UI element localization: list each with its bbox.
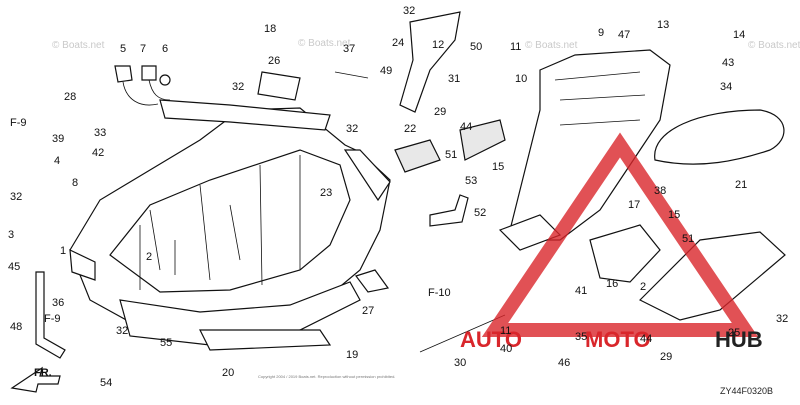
wire-harness[interactable] xyxy=(114,65,171,106)
part-15[interactable] xyxy=(459,119,506,161)
callout-34[interactable]: 34 xyxy=(720,81,732,93)
callout-32[interactable]: 32 xyxy=(776,313,788,325)
logo-text-hub: HUB xyxy=(715,327,763,352)
callout-39[interactable]: 39 xyxy=(52,133,64,145)
bracket-22[interactable] xyxy=(394,139,441,173)
callout-36[interactable]: 36 xyxy=(52,297,64,309)
callout-46[interactable]: 46 xyxy=(558,357,570,369)
callout-7[interactable]: 7 xyxy=(140,43,146,55)
callout-24[interactable]: 24 xyxy=(392,37,404,49)
callout-38[interactable]: 38 xyxy=(654,185,666,197)
callout-54[interactable]: 54 xyxy=(100,377,112,389)
callout-32[interactable]: 32 xyxy=(232,81,244,93)
callout-33[interactable]: 33 xyxy=(94,127,106,139)
callout-2[interactable]: 2 xyxy=(640,281,646,293)
pipe-48[interactable] xyxy=(35,271,66,359)
gasket-26[interactable] xyxy=(257,71,301,101)
seal-21[interactable] xyxy=(654,109,785,165)
callout-37[interactable]: 37 xyxy=(343,43,355,55)
callout-11[interactable]: 11 xyxy=(510,41,521,53)
watermark: © Boats.net xyxy=(748,40,800,51)
callout-3[interactable]: 3 xyxy=(8,229,14,241)
callout-32[interactable]: 32 xyxy=(10,191,22,203)
callout-21[interactable]: 21 xyxy=(735,179,747,191)
callout-27[interactable]: 27 xyxy=(362,305,374,317)
callout-17[interactable]: 17 xyxy=(628,199,640,211)
callout-44[interactable]: 44 xyxy=(460,121,472,133)
callout-40[interactable]: 40 xyxy=(500,343,512,355)
callout-29[interactable]: 29 xyxy=(434,106,446,118)
diagram-code: ZY44F0320B xyxy=(720,386,773,396)
callout-1[interactable]: 1 xyxy=(60,245,66,257)
callout-15[interactable]: 15 xyxy=(668,209,680,221)
front-label: FR. xyxy=(34,367,52,379)
callout-44[interactable]: 44 xyxy=(640,333,652,345)
callout-42[interactable]: 42 xyxy=(92,147,104,159)
callout-26[interactable]: 26 xyxy=(268,55,280,67)
callout-32[interactable]: 32 xyxy=(403,5,415,17)
callout-51[interactable]: 51 xyxy=(682,233,694,245)
callout-41[interactable]: 41 xyxy=(575,285,587,297)
bolt-37[interactable] xyxy=(334,71,369,79)
watermark: © Boats.net xyxy=(525,40,578,51)
callout-52[interactable]: 52 xyxy=(474,207,486,219)
callout-15[interactable]: 15 xyxy=(492,161,504,173)
logo-text-moto: MOTO xyxy=(585,327,651,352)
callout-53[interactable]: 53 xyxy=(465,175,477,187)
logo-watermark: AUTO MOTO HUB xyxy=(460,132,763,352)
callout-29[interactable]: 29 xyxy=(660,351,672,363)
callout-31[interactable]: 31 xyxy=(448,73,460,85)
callout-16[interactable]: 16 xyxy=(606,278,618,290)
callout-4[interactable]: 4 xyxy=(54,155,60,167)
callout-49[interactable]: 49 xyxy=(380,65,392,77)
callout-30[interactable]: 30 xyxy=(454,357,466,369)
hook-52[interactable] xyxy=(429,194,469,227)
logo-text-auto: AUTO xyxy=(460,327,522,352)
front-direction-arrow: FR. xyxy=(10,366,61,393)
callout-28[interactable]: 28 xyxy=(64,91,76,103)
callout-20[interactable]: 20 xyxy=(222,367,234,379)
watermark: © Boats.net xyxy=(52,40,105,51)
callout-43[interactable]: 43 xyxy=(722,57,734,69)
bracket-16[interactable] xyxy=(589,224,661,283)
callout-47[interactable]: 47 xyxy=(618,29,630,41)
callout-13[interactable]: 13 xyxy=(657,19,669,31)
callout-14[interactable]: 14 xyxy=(733,29,745,41)
ref-f9[interactable]: F-9 xyxy=(44,313,61,325)
callout-35[interactable]: 35 xyxy=(575,331,587,343)
callout-18[interactable]: 18 xyxy=(264,23,276,35)
footer-copyright: Copyright 2004 / 2019 Boats.net. Reprodu… xyxy=(258,374,395,379)
lower-cover[interactable] xyxy=(69,99,391,351)
callout-48[interactable]: 48 xyxy=(10,321,22,333)
callout-32[interactable]: 32 xyxy=(346,123,358,135)
callout-23[interactable]: 23 xyxy=(320,187,332,199)
callout-45[interactable]: 45 xyxy=(8,261,20,273)
ref-f10[interactable]: F-10 xyxy=(428,287,451,299)
callout-labels: 5 7 6 32 18 26 37 32 24 49 12 31 50 11 1… xyxy=(8,5,788,389)
callout-25[interactable]: 25 xyxy=(728,327,740,339)
callout-55[interactable]: 55 xyxy=(160,337,172,349)
callout-2[interactable]: 2 xyxy=(146,251,152,263)
watermark: © Boats.net xyxy=(298,38,351,49)
callout-8[interactable]: 8 xyxy=(72,177,78,189)
callout-10[interactable]: 10 xyxy=(515,73,527,85)
callout-6[interactable]: 6 xyxy=(162,43,168,55)
callout-11[interactable]: 11 xyxy=(500,325,511,337)
callout-9[interactable]: 9 xyxy=(598,27,604,39)
ref-f9[interactable]: F-9 xyxy=(10,117,27,129)
callout-32[interactable]: 32 xyxy=(116,325,128,337)
extension-case[interactable] xyxy=(498,49,671,251)
stud-bolt-30[interactable] xyxy=(419,314,506,353)
callout-50[interactable]: 50 xyxy=(470,41,482,53)
stay-24[interactable] xyxy=(399,11,461,113)
callout-22[interactable]: 22 xyxy=(404,123,416,135)
grommet-27[interactable] xyxy=(355,269,390,293)
callout-51[interactable]: 51 xyxy=(445,149,457,161)
callout-12[interactable]: 12 xyxy=(432,39,444,51)
callout-19[interactable]: 19 xyxy=(346,349,358,361)
callout-5[interactable]: 5 xyxy=(120,43,126,55)
